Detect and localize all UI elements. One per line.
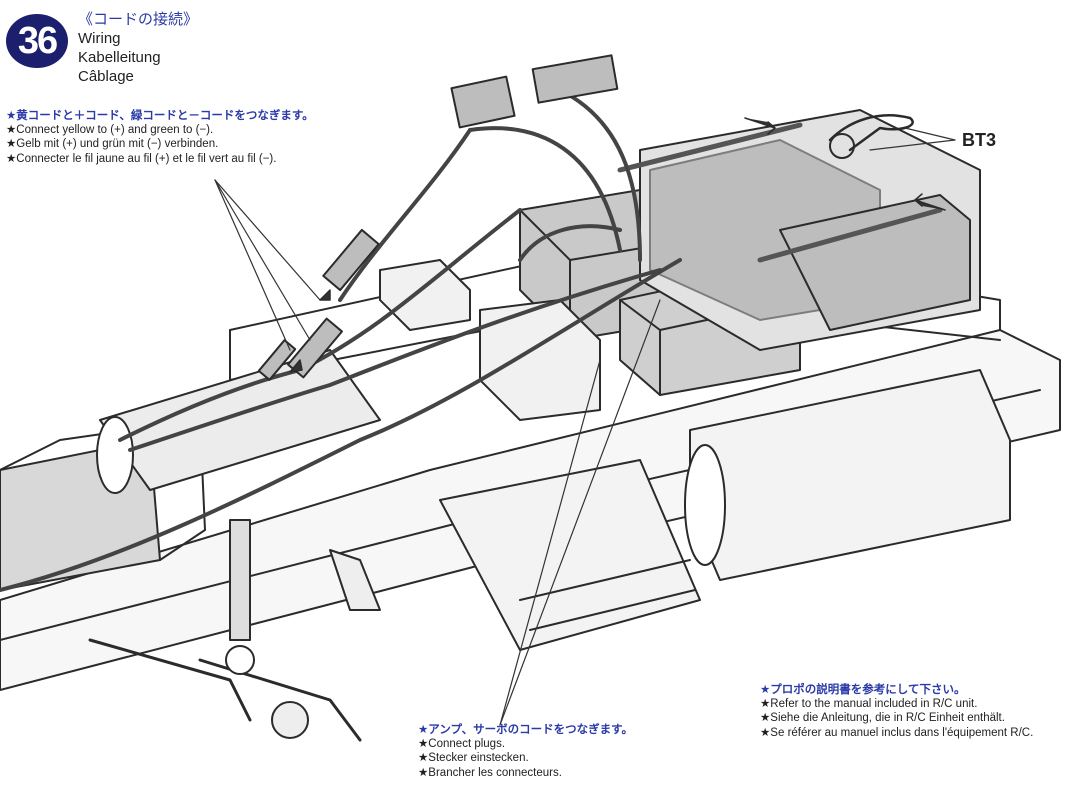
instruction-de: ★Gelb mit (+) und grün mit (−) verbinden… xyxy=(6,138,219,150)
servo-mount xyxy=(379,259,601,421)
connector-plugs xyxy=(257,54,619,381)
step-title: 《コードの接続》 Wiring Kabelleitung Câblage xyxy=(78,10,198,86)
rc-note-fr: ★Se référer au manuel inclus dans l'équi… xyxy=(760,726,1034,739)
plug-instruction-jp: ★アンプ、サーボのコードをつなぎます。 xyxy=(418,722,634,736)
title-de: Kabelleitung xyxy=(78,49,161,66)
front-suspension xyxy=(88,519,381,742)
plug-instruction-de: ★Stecker einstecken. xyxy=(418,752,529,764)
leader-lines xyxy=(214,127,956,726)
step-box xyxy=(439,459,701,651)
title-jp: 《コードの接続》 xyxy=(78,10,199,28)
plug-instruction-fr: ★Brancher les connecteurs. xyxy=(418,766,562,779)
instruction-en: ★Connect yellow to (+) and green to (−). xyxy=(6,123,214,136)
assembly-arrows xyxy=(289,117,946,373)
rc-manual-note: ★プロポの説明書を参考にして下さい。 ★Refer to the manual … xyxy=(760,682,1060,740)
plug-instruction-en: ★Connect plugs. xyxy=(418,737,506,750)
rc-note-en: ★Refer to the manual included in R/C uni… xyxy=(760,697,978,710)
wire-color-instructions: ★黄コードと＋コード、緑コードと－コードをつなぎます。 ★Connect yel… xyxy=(6,108,314,166)
rc-note-de: ★Siehe die Anleitung, die in R/C Einheit… xyxy=(760,712,1005,724)
body-clip-bt3 xyxy=(828,114,914,159)
title-fr: Câblage xyxy=(78,68,134,85)
motor-cylinder xyxy=(96,349,381,494)
instruction-jp: ★黄コードと＋コード、緑コードと－コードをつなぎます。 xyxy=(6,108,314,122)
title-en: Wiring xyxy=(78,30,121,47)
rc-note-jp: ★プロポの説明書を参考にして下さい。 xyxy=(760,682,966,696)
part-label-bt3: BT3 xyxy=(962,130,997,150)
plug-instructions: ★アンプ、サーボのコードをつなぎます。 ★Connect plugs. ★Ste… xyxy=(418,722,633,780)
battery-tray-right xyxy=(617,109,981,351)
fuel-tank-right xyxy=(684,369,1011,581)
wiring-harness xyxy=(0,88,682,592)
step-number-badge: 36 xyxy=(6,14,68,68)
instruction-fr: ★Connecter le fil jaune au fil (+) et le… xyxy=(6,152,277,165)
